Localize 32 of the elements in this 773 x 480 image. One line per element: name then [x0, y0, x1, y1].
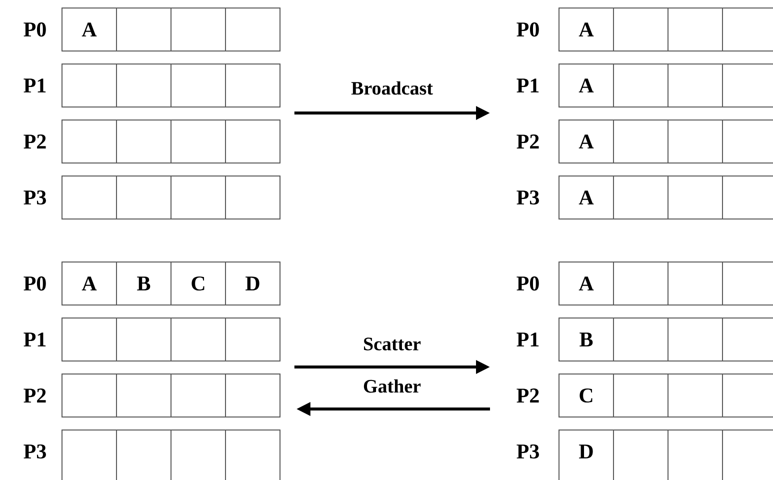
cell-value: B [580, 332, 593, 346]
process-label: P3 [516, 444, 539, 459]
cell-value: A [82, 276, 97, 290]
cell-value: A [82, 22, 97, 36]
process-label: P1 [24, 78, 46, 92]
process-label: P1 [516, 332, 539, 346]
cell-value: D [579, 444, 593, 458]
process-label: P2 [516, 134, 539, 148]
process-label: P0 [24, 276, 46, 291]
process-label: P1 [24, 332, 46, 346]
cell-value: A [578, 78, 594, 92]
process-label: P0 [24, 22, 46, 37]
edge-label: Gather [362, 378, 422, 394]
cell-value: A [578, 190, 594, 204]
process-label: P3 [516, 190, 539, 205]
cell-value: A [578, 22, 594, 36]
process-label: P3 [24, 444, 46, 459]
cell-value: C [192, 276, 204, 291]
process-label: P0 [516, 22, 539, 37]
process-label: P3 [24, 190, 46, 205]
cell-value: A [578, 134, 594, 148]
process-label: P1 [516, 78, 539, 92]
cell-value: B [137, 276, 150, 290]
process-label: P2 [516, 388, 539, 402]
process-label: P2 [24, 134, 46, 148]
process-label: P0 [516, 276, 539, 291]
cell-value: D [246, 276, 260, 290]
cell-value: C [580, 388, 592, 403]
edge-label: Scatter [362, 336, 422, 352]
process-label: P2 [24, 388, 46, 402]
edge-label: Broadcast [350, 80, 434, 96]
cell-value: A [578, 276, 594, 290]
